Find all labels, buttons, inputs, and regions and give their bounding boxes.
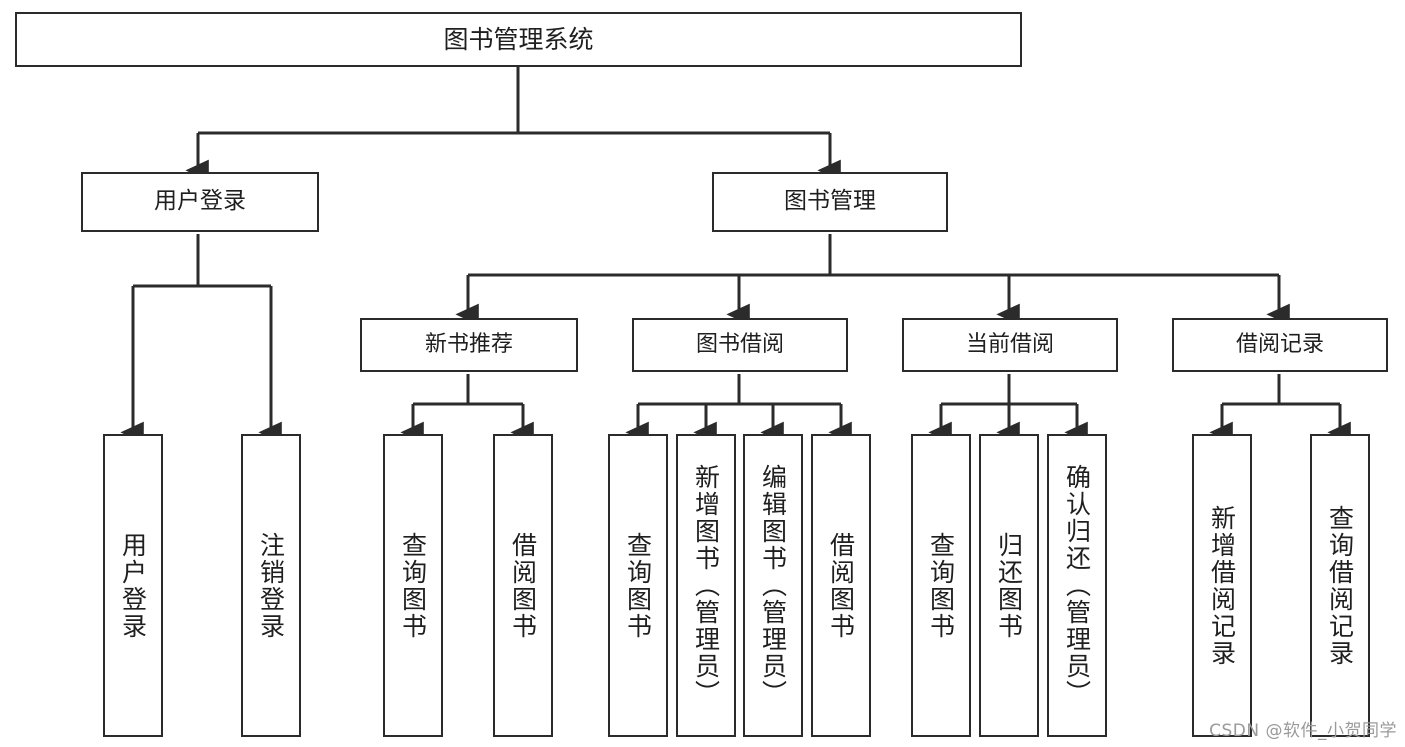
leaf-borrow-record-2[interactable]: 查询借阅记录 [1310,434,1370,737]
leaf-borrow-record-1[interactable]: 新增借阅记录 [1192,434,1252,737]
leaf-book-borrow-2[interactable]: 新增图书（管理员） [676,434,736,737]
node-book-borrow[interactable]: 图书借阅 [632,318,848,372]
leaf-user-login-2-label: 注销登录 [256,531,286,640]
leaf-current-borrow-3-label: 确认归还（管理员） [1062,464,1092,707]
leaf-user-login-1[interactable]: 用户登录 [103,434,163,737]
leaf-book-borrow-1[interactable]: 查询图书 [608,434,668,737]
node-borrow-record[interactable]: 借阅记录 [1172,318,1388,372]
leaf-book-borrow-3[interactable]: 编辑图书（管理员） [743,434,803,737]
leaf-new-book-2[interactable]: 借阅图书 [493,434,553,737]
node-book-management[interactable]: 图书管理 [712,172,948,232]
node-current-borrow-label: 当前借阅 [965,332,1054,358]
node-book-management-label: 图书管理 [784,188,876,215]
leaf-user-login-2[interactable]: 注销登录 [241,434,301,737]
leaf-book-borrow-4[interactable]: 借阅图书 [811,434,871,737]
node-book-borrow-label: 图书借阅 [695,332,784,358]
leaf-book-borrow-1-label: 查询图书 [623,531,653,640]
leaf-book-borrow-2-label: 新增图书（管理员） [691,464,721,707]
leaf-new-book-2-label: 借阅图书 [508,531,538,640]
leaf-new-book-1-label: 查询图书 [398,531,428,640]
leaf-current-borrow-2[interactable]: 归还图书 [979,434,1039,737]
node-user-login-label: 用户登录 [154,188,246,215]
leaf-book-borrow-4-label: 借阅图书 [826,531,856,640]
leaf-current-borrow-1-label: 查询图书 [926,531,956,640]
node-user-login[interactable]: 用户登录 [81,172,319,232]
leaf-borrow-record-2-label: 查询借阅记录 [1325,504,1355,667]
node-borrow-record-label: 借阅记录 [1235,332,1324,358]
leaf-current-borrow-1[interactable]: 查询图书 [911,434,971,737]
node-root-system[interactable]: 图书管理系统 [15,12,1022,67]
leaf-new-book-1[interactable]: 查询图书 [383,434,443,737]
leaf-book-borrow-3-label: 编辑图书（管理员） [758,464,788,707]
leaf-current-borrow-2-label: 归还图书 [994,531,1024,640]
node-root-label: 图书管理系统 [443,24,594,54]
node-new-book-recommend[interactable]: 新书推荐 [360,318,578,372]
leaf-borrow-record-1-label: 新增借阅记录 [1207,504,1237,667]
leaf-user-login-1-label: 用户登录 [118,531,148,640]
node-current-borrow[interactable]: 当前借阅 [902,318,1118,372]
node-new-book-recommend-label: 新书推荐 [424,332,513,358]
leaf-current-borrow-3[interactable]: 确认归还（管理员） [1047,434,1107,737]
